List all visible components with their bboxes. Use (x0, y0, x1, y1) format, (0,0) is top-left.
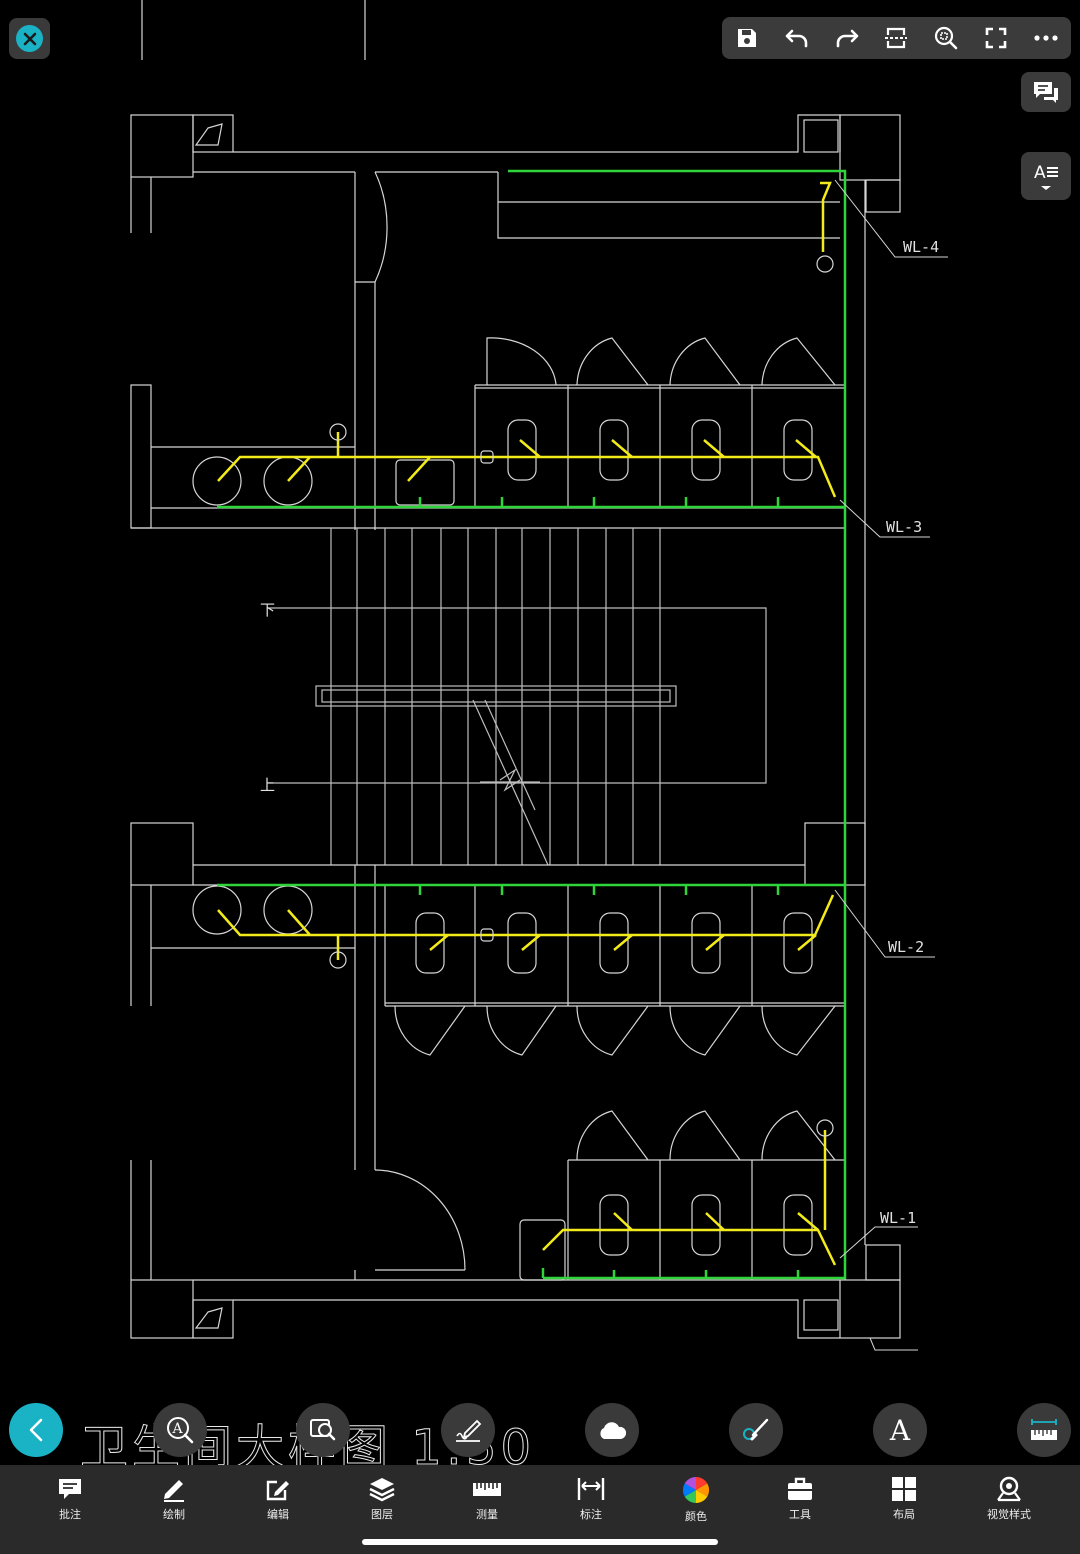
nav-color[interactable]: 颜色 (644, 1465, 748, 1529)
home-indicator (362, 1539, 718, 1545)
comments-button[interactable] (1021, 72, 1071, 112)
drain-pipes-green (217, 169, 847, 1280)
leader-lines (834, 179, 948, 1351)
text-style-button[interactable]: A (1021, 152, 1071, 200)
text-tool-button[interactable]: A (873, 1403, 927, 1457)
ruler-icon (473, 1483, 501, 1496)
undo-button[interactable] (777, 18, 817, 58)
text-style-icon: A (1034, 163, 1058, 190)
nav-visual-style-label: 视觉样式 (987, 1508, 1031, 1521)
signature-icon (456, 1419, 482, 1442)
color-wheel-icon (682, 1476, 710, 1504)
comment-icon (59, 1479, 81, 1499)
text-icon: A (889, 1413, 911, 1447)
signature-button[interactable] (441, 1403, 495, 1457)
redo-icon (836, 29, 858, 48)
fullscreen-icon (985, 27, 1007, 49)
text-search-icon: A (167, 1417, 194, 1444)
nav-annotate[interactable]: 批注 (18, 1465, 122, 1529)
supply-pipes-yellow (217, 181, 837, 1266)
crop-icon (885, 27, 908, 49)
label-up: 上 (260, 776, 275, 794)
nav-annotate-label: 批注 (59, 1508, 81, 1521)
cloud-button[interactable] (585, 1403, 639, 1457)
layout-icon (892, 1477, 916, 1501)
cloud-icon (600, 1422, 627, 1439)
search-button[interactable] (296, 1403, 350, 1457)
nav-measure-label: 测量 (476, 1508, 498, 1521)
nav-measure[interactable]: 测量 (435, 1465, 539, 1529)
visual-style-icon (997, 1476, 1021, 1502)
walls (130, 0, 901, 1339)
undo-icon (785, 29, 808, 48)
search-icon (310, 1419, 336, 1441)
nav-dimension[interactable]: 标注 (539, 1465, 643, 1529)
zoom-fit-icon (935, 26, 958, 50)
label-down: 下 (260, 601, 275, 619)
more-icon (1034, 35, 1058, 41)
close-button[interactable] (9, 18, 50, 59)
ruler-button[interactable] (1017, 1403, 1071, 1457)
floor-drains (329, 255, 834, 1137)
zoom-fit-button[interactable] (926, 18, 966, 58)
nav-draw[interactable]: 绘制 (122, 1465, 226, 1529)
nav-edit-label: 编辑 (267, 1508, 289, 1521)
nav-dimension-label: 标注 (580, 1508, 602, 1521)
nav-layers[interactable]: 图层 (330, 1465, 434, 1529)
label-wl2: WL-2 (888, 938, 924, 956)
layers-icon (369, 1478, 395, 1502)
label-wl4: WL-4 (903, 238, 939, 256)
svg-text:A: A (1034, 163, 1046, 183)
save-button[interactable] (727, 18, 767, 58)
brush-button[interactable] (729, 1403, 783, 1457)
nav-layout-label: 布局 (893, 1508, 915, 1521)
save-icon (737, 29, 756, 47)
redo-button[interactable] (827, 18, 867, 58)
back-button[interactable] (9, 1403, 63, 1457)
dimension-icon (577, 1478, 605, 1500)
crop-button[interactable] (876, 18, 916, 58)
label-wl1: WL-1 (880, 1209, 916, 1227)
nav-tools-label: 工具 (789, 1508, 811, 1521)
more-button[interactable] (1026, 18, 1066, 58)
nav-tools[interactable]: 工具 (748, 1465, 852, 1529)
comments-icon (1034, 82, 1058, 103)
label-wl3: WL-3 (886, 518, 922, 536)
nav-edit[interactable]: 编辑 (226, 1465, 330, 1529)
pencil-icon (164, 1480, 184, 1502)
ruler-icon (1031, 1419, 1057, 1440)
nav-draw-label: 绘制 (163, 1508, 185, 1521)
toolbox-icon (788, 1477, 812, 1500)
back-icon (29, 1418, 43, 1442)
fullscreen-button[interactable] (976, 18, 1016, 58)
close-icon (16, 25, 43, 52)
nav-visual-style[interactable]: 视觉样式 (957, 1465, 1061, 1529)
brush-icon (743, 1418, 769, 1441)
text-search-button[interactable]: A (153, 1403, 207, 1457)
edit-icon (266, 1480, 289, 1501)
nav-layout[interactable]: 布局 (852, 1465, 956, 1529)
top-toolbar (722, 17, 1071, 59)
svg-text:A: A (172, 1421, 184, 1437)
nav-layers-label: 图层 (371, 1508, 393, 1521)
nav-color-label: 颜色 (685, 1510, 707, 1523)
